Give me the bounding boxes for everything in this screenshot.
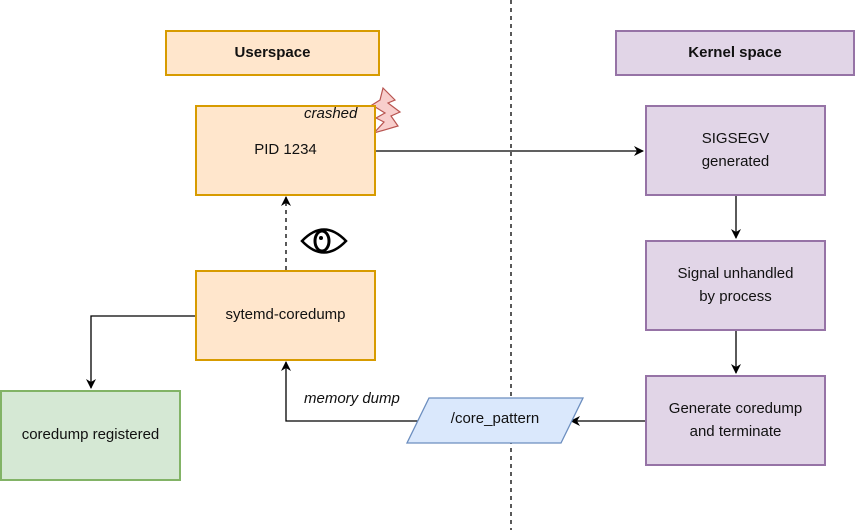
core-pattern-label: /core_pattern [450,410,540,427]
kernel-space-header: Kernel space [615,30,855,76]
lightning-bolt-icon [370,86,402,135]
generate-coredump-label-line2: and terminate [689,422,782,440]
pid-1234-node: PID 1234 [195,105,376,196]
systemd-coredump-label: sytemd-coredump [225,306,346,324]
generate-coredump-label-line1: Generate coredump [668,400,803,417]
core-pattern-shape [405,397,585,444]
memory-dump-label: memory dump [304,390,400,407]
pid-1234-label: PID 1234 [254,141,317,159]
edge-core-pattern-to-coredump [281,361,421,422]
edge-coredump-to-registered [86,315,195,389]
signal-unhandled-label-line1: Signal unhandled [677,265,794,282]
sigsegv-node: SIGSEGV generated [645,105,826,196]
generate-coredump-node: Generate coredump and terminate [645,375,826,466]
coredump-registered-label: coredump registered [21,426,160,444]
eye-icon [300,228,348,254]
signal-unhandled-node: Signal unhandled by process [645,240,826,331]
systemd-coredump-node: sytemd-coredump [195,270,376,361]
userspace-header: Userspace [165,30,380,76]
crashed-annotation: crashed [304,105,358,122]
coredump-registered-node: coredump registered [0,390,181,481]
signal-unhandled-label-line2: by process [699,287,772,305]
sigsegv-label-line1: SIGSEGV [701,130,770,147]
sigsegv-label-line2: generated [701,152,770,170]
